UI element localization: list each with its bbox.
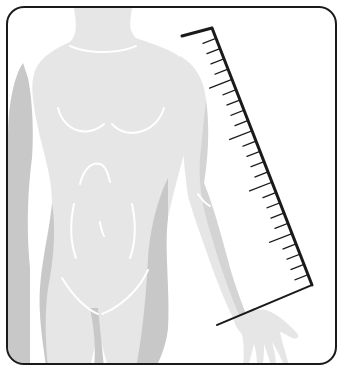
ruler-minor-tick [215, 69, 228, 74]
hand-shape [234, 309, 298, 365]
ruler-minor-tick [203, 38, 216, 43]
ruler-minor-tick [283, 244, 296, 249]
ruler-minor-tick [243, 141, 256, 146]
ruler-minor-tick [247, 151, 260, 156]
ruler-minor-tick [287, 254, 300, 259]
front-arm-shape [180, 56, 246, 320]
ruler-minor-tick [227, 100, 240, 105]
ruler-minor-tick [271, 213, 284, 218]
ruler-major-tick [210, 79, 232, 88]
figure-frame [6, 6, 337, 365]
ruler-minor-tick [275, 223, 288, 228]
ruler-minor-tick [295, 275, 308, 280]
back-arm-shape [8, 63, 33, 365]
ruler-minor-tick [267, 203, 280, 208]
ruler-top-bar [182, 28, 212, 36]
ruler-minor-tick [231, 110, 244, 115]
body-diagram [8, 8, 337, 365]
ruler-spine [212, 28, 312, 285]
ruler-minor-tick [211, 59, 224, 64]
ruler-minor-tick [235, 121, 248, 126]
ruler-minor-tick [251, 162, 264, 167]
ruler-major-tick [230, 131, 252, 140]
ruler-minor-tick [207, 49, 220, 54]
ruler-minor-tick [255, 172, 268, 177]
ruler-minor-tick [291, 264, 304, 269]
ruler-major-tick [270, 234, 292, 243]
ruler-minor-tick [263, 193, 276, 198]
ruler-major-tick [250, 182, 272, 191]
ruler-minor-tick [223, 90, 236, 95]
